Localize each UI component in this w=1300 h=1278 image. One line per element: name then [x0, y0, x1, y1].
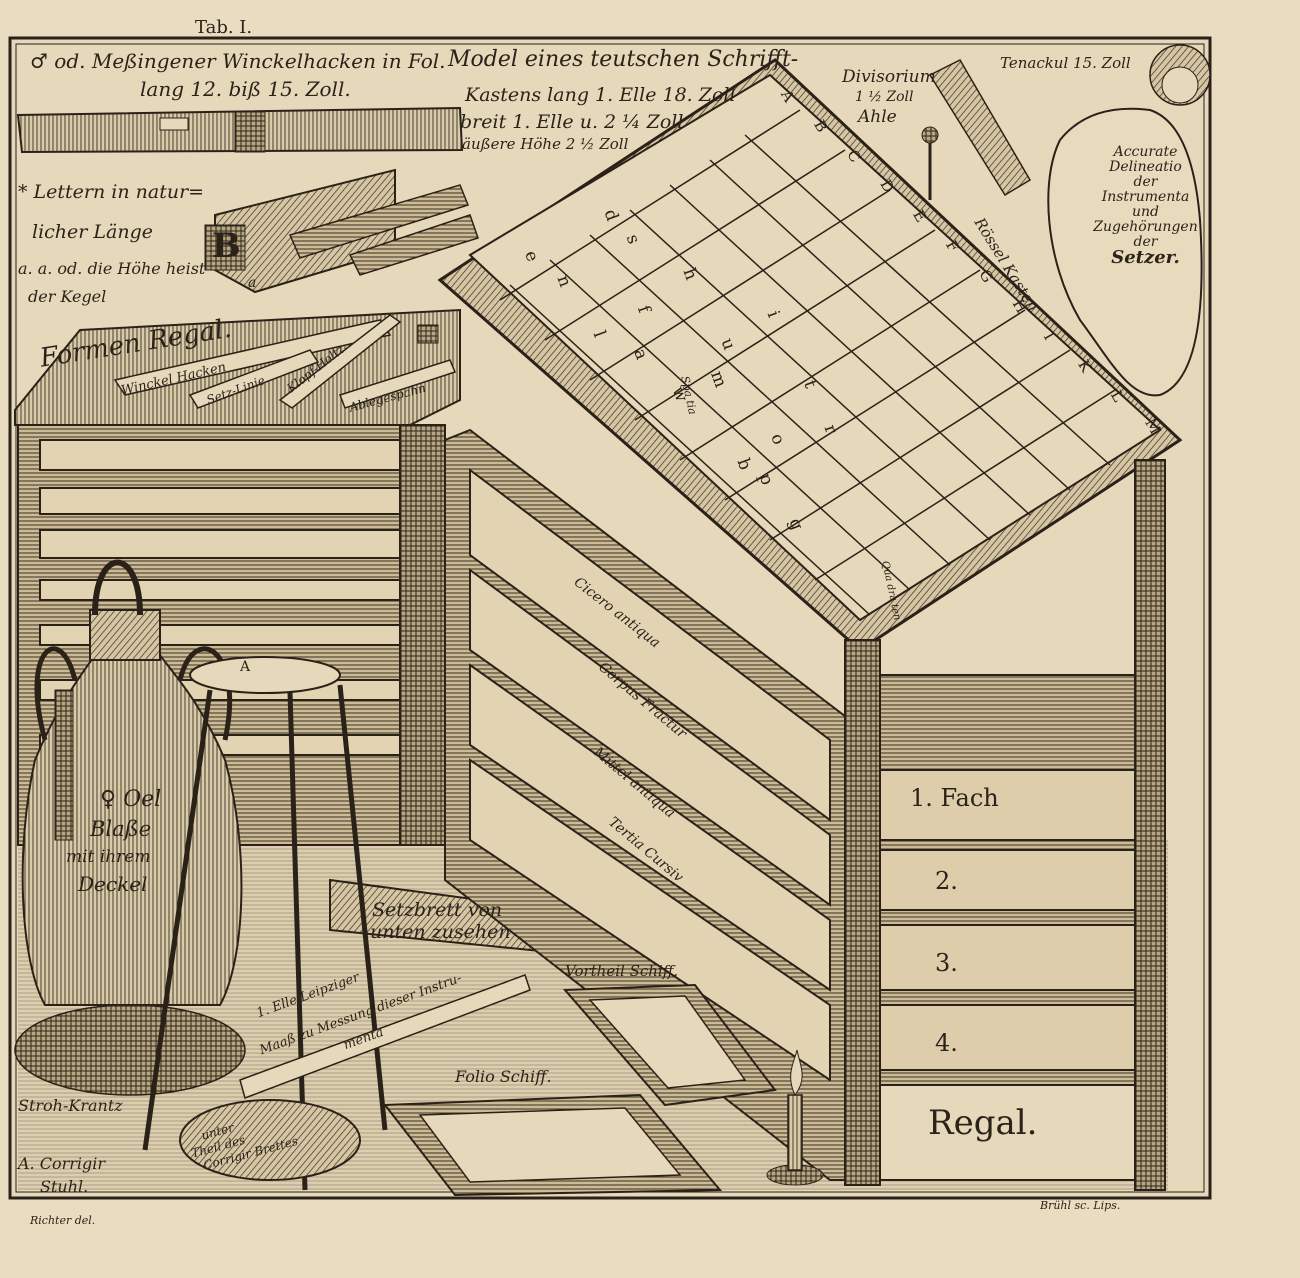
oil-bottle-label-2: Blaße [90, 817, 152, 841]
letters-label-1: * Lettern in natur= [18, 181, 205, 203]
ell-ruler [239, 974, 531, 1099]
corrigir-stuhl-label-1: A. Corrigir [18, 1154, 106, 1173]
letters-label-4: der Kegel [28, 287, 107, 306]
divisorium-size-label: 1 ½ Zoll [855, 89, 914, 105]
type-letters [204, 168, 479, 294]
case-model-label-2: Kastens lang 1. Elle 18. Zoll [465, 84, 736, 106]
oil-bottle-label-1: ♀ Oel [100, 787, 162, 812]
cartouche [1047, 44, 1211, 397]
tenackel [921, 59, 1032, 200]
cartouche-line: der [1133, 234, 1158, 250]
setzbrett-label-2: unten zusehen [370, 921, 511, 943]
candle [766, 1049, 824, 1186]
fach-4-label: 4. [935, 1029, 958, 1057]
tenackel-label: Tenackul 15. Zoll [1000, 54, 1131, 72]
cartouche-line: Instrumenta [1101, 189, 1190, 205]
setzbrett-label-1: Setzbrett von [372, 899, 503, 921]
corrigir-stool [142, 656, 388, 1191]
cartouche-title: Accurate Delineatio der Instrumenta und … [1088, 144, 1203, 268]
case-model-label-3: breit 1. Elle u. 2 ¼ Zoll [460, 111, 684, 133]
cartouche-line: Delineatio [1109, 159, 1182, 175]
folio-schiff-label: Folio Schiff. [455, 1067, 552, 1086]
type-a-glyph: a [248, 275, 257, 291]
oil-bottle-label-4: Deckel [78, 872, 148, 896]
oil-bottle [14, 559, 246, 1096]
stroh-krantz-label: Stroh-Krantz [18, 1096, 123, 1115]
oil-bottle-label-3: mit ihrem [66, 847, 151, 867]
divisorium-label: Divisorium [842, 67, 936, 87]
cartouche-line: der [1133, 174, 1158, 190]
letters-label-3: a. a. od. die Höhe heist [18, 259, 206, 278]
case-model-label-4: äußere Höhe 2 ½ Zoll [462, 135, 629, 153]
artist-credit: Richter del. [30, 1214, 96, 1227]
composing-stick [16, 106, 464, 154]
cartouche-line: Setzer. [1111, 247, 1180, 268]
vortheil-schiff-label: Vortheil Schiff. [565, 962, 679, 980]
plate-header: Tab. I. [195, 17, 253, 38]
folio-schiff [383, 1093, 723, 1197]
letters-label-2: licher Länge [32, 221, 153, 243]
corrigir-stuhl-label-2: Stuhl. [40, 1177, 89, 1196]
fach-3-label: 3. [935, 949, 958, 977]
cartouche-line: Accurate [1113, 144, 1178, 160]
type-case-stand [437, 58, 1183, 1191]
engraver-credit: Brühl sc. Lips. [1040, 1199, 1121, 1212]
fach-2-label: 2. [935, 867, 958, 895]
vortheil-schiff [562, 983, 777, 1107]
composing-stick-label-1: ♂ od. Meßingener Winckelhacken in Fol. [30, 49, 446, 73]
cartouche-line: und [1132, 204, 1159, 220]
type-b-glyph: B [212, 226, 241, 266]
regal-label: Regal. [928, 1103, 1038, 1143]
composing-stick-label-2: lang 12. biß 15. Zoll. [140, 77, 351, 101]
cartouche-line: Zugehörungen [1093, 219, 1198, 235]
case-model-label-1: Model eines teutschen Schrifft- [448, 47, 799, 72]
awl-label: Ahle [858, 107, 897, 127]
stool-letter-a: A [240, 659, 251, 675]
fach-1-label: 1. Fach [910, 784, 999, 812]
